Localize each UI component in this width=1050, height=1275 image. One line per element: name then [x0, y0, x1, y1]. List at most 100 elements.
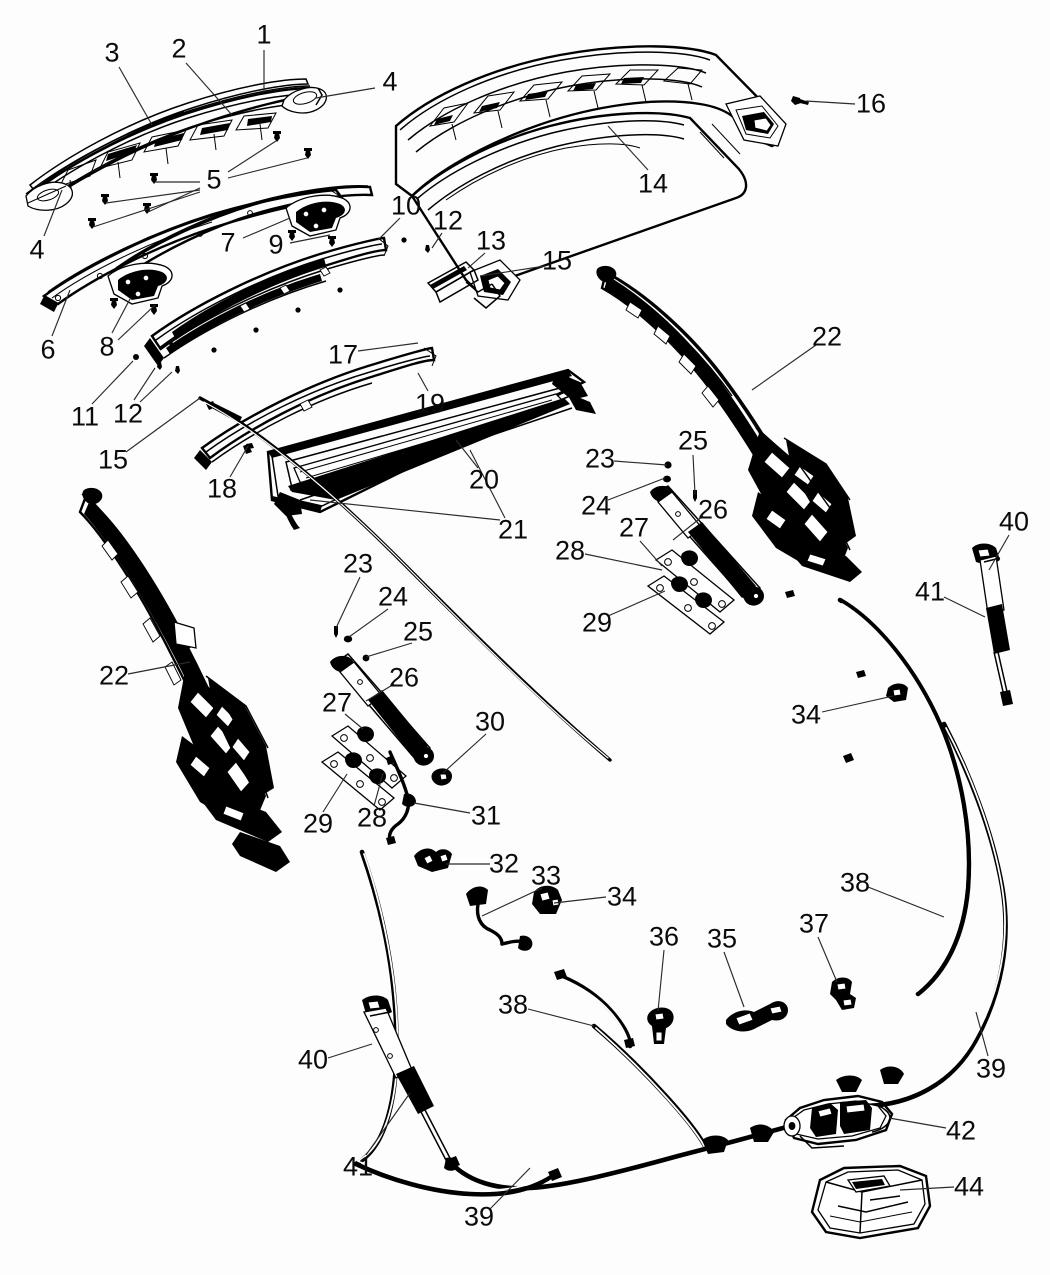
callout-number-35[interactable]: 35	[706, 923, 738, 954]
callout-number-20[interactable]: 20	[468, 464, 500, 495]
leader-line-42	[888, 1117, 947, 1129]
callout-number-34a[interactable]: 34	[606, 881, 638, 912]
leader-line-19	[417, 372, 429, 392]
callout-number-13[interactable]: 13	[475, 225, 507, 256]
leader-line-3	[118, 66, 153, 126]
callout-number-29r[interactable]: 29	[581, 607, 613, 638]
lift-cylinder-left	[362, 995, 458, 1171]
leader-line-27r	[639, 540, 663, 567]
callout-number-12a[interactable]: 12	[432, 205, 464, 236]
leader-line-34a	[553, 896, 607, 904]
rivets-group	[133, 237, 430, 374]
leader-line-8	[117, 304, 156, 341]
callout-number-5[interactable]: 5	[206, 164, 222, 195]
leader-line-23r	[613, 460, 668, 466]
callout-number-7[interactable]: 7	[220, 227, 236, 258]
callout-number-28l[interactable]: 28	[356, 802, 388, 833]
pump-cover-44	[810, 1164, 932, 1240]
callout-number-34b[interactable]: 34	[790, 699, 822, 730]
hydraulic-pump-42	[783, 1094, 894, 1149]
callout-number-37[interactable]: 37	[798, 908, 830, 939]
callout-number-18[interactable]: 18	[206, 473, 238, 504]
callout-number-36[interactable]: 36	[648, 921, 680, 952]
callout-number-14[interactable]: 14	[637, 168, 669, 199]
leader-line-5	[105, 189, 201, 204]
callout-number-25l[interactable]: 25	[402, 616, 434, 647]
leader-line-40b	[327, 1043, 373, 1059]
callout-number-22l[interactable]: 22	[98, 660, 130, 691]
leader-line-4t	[315, 87, 376, 99]
leader-line-41b	[365, 1092, 411, 1156]
callout-number-26r[interactable]: 26	[697, 494, 729, 525]
callout-number-44[interactable]: 44	[953, 1171, 985, 1202]
connector-37	[830, 977, 856, 1010]
callout-number-17[interactable]: 17	[327, 339, 359, 370]
lift-cylinder-right	[972, 543, 1013, 706]
leader-line-36	[657, 949, 665, 1012]
callout-number-16[interactable]: 16	[855, 88, 887, 119]
callout-number-24r[interactable]: 24	[580, 490, 612, 521]
callout-number-41a[interactable]: 41	[914, 576, 946, 607]
callout-number-42[interactable]: 42	[945, 1115, 977, 1146]
hydraulic-hoses	[353, 597, 1008, 1197]
callout-number-24l[interactable]: 24	[377, 581, 409, 612]
callout-number-40b[interactable]: 40	[297, 1044, 329, 1075]
callout-number-22r[interactable]: 22	[811, 321, 843, 352]
callout-number-28r[interactable]: 28	[554, 535, 586, 566]
connector-bracket-35	[726, 1001, 788, 1032]
side-rail-left	[78, 487, 290, 872]
backlight-upper-rail	[194, 346, 437, 470]
callout-number-15a[interactable]: 15	[541, 245, 573, 276]
callout-number-32[interactable]: 32	[488, 848, 520, 879]
callout-number-27r[interactable]: 27	[618, 512, 650, 543]
callout-number-21[interactable]: 21	[497, 514, 529, 545]
leader-line-11	[91, 360, 134, 405]
callout-number-2[interactable]: 2	[171, 33, 187, 64]
leader-line-12b	[133, 367, 156, 401]
callout-number-27l[interactable]: 27	[321, 687, 353, 718]
callout-number-25r[interactable]: 25	[677, 425, 709, 456]
callout-number-39a[interactable]: 39	[975, 1053, 1007, 1084]
callout-number-26l[interactable]: 26	[388, 662, 420, 693]
clip-32	[414, 848, 452, 872]
callout-number-4t[interactable]: 4	[382, 66, 398, 97]
bow-bracket-right	[285, 194, 351, 247]
leader-line-35	[723, 951, 745, 1008]
callout-number-39b[interactable]: 39	[463, 1201, 495, 1232]
callout-number-1[interactable]: 1	[256, 19, 272, 50]
callout-number-11[interactable]: 11	[70, 401, 100, 432]
callout-number-38a[interactable]: 38	[839, 867, 871, 898]
callout-number-4b[interactable]: 4	[29, 234, 45, 265]
leader-line-37	[817, 936, 838, 983]
callout-number-40a[interactable]: 40	[998, 506, 1030, 537]
callout-number-15b[interactable]: 15	[97, 444, 129, 475]
callout-number-33[interactable]: 33	[530, 860, 562, 891]
callout-number-41b[interactable]: 41	[342, 1151, 374, 1182]
callout-number-31[interactable]: 31	[470, 800, 502, 831]
leader-line-12a	[431, 232, 443, 249]
callout-number-10[interactable]: 10	[390, 190, 422, 221]
leader-line-33	[481, 887, 543, 917]
callout-number-23r[interactable]: 23	[584, 443, 616, 474]
callout-number-23l[interactable]: 23	[342, 548, 374, 579]
leader-line-25r	[692, 454, 696, 495]
callout-number-30[interactable]: 30	[474, 706, 506, 737]
clip-34-right	[785, 590, 908, 763]
callout-number-12b[interactable]: 12	[112, 398, 144, 429]
leader-line-26r	[672, 515, 704, 541]
leader-line-24r	[607, 477, 666, 501]
callout-number-9[interactable]: 9	[268, 229, 284, 260]
callout-number-38b[interactable]: 38	[497, 989, 529, 1020]
callout-number-19[interactable]: 19	[414, 388, 446, 419]
leader-line-22r	[751, 344, 817, 391]
leader-line-21	[469, 449, 506, 519]
callout-number-3[interactable]: 3	[104, 37, 120, 68]
leader-line-15a	[479, 265, 546, 277]
leader-line-15b	[125, 397, 201, 453]
callout-number-8[interactable]: 8	[99, 331, 115, 362]
bow-bracket-left	[107, 262, 173, 315]
side-rail-right	[596, 265, 862, 582]
leader-line-18	[229, 445, 249, 478]
callout-number-6[interactable]: 6	[40, 334, 56, 365]
callout-number-29l[interactable]: 29	[302, 808, 334, 839]
